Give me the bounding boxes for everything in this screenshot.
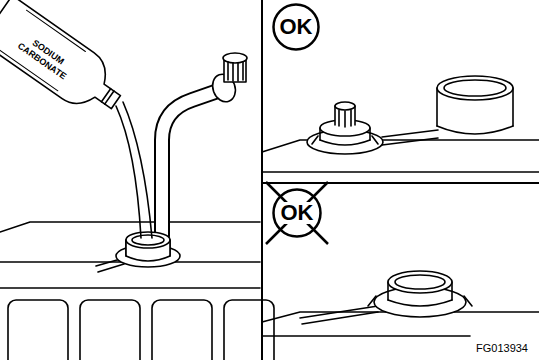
figure-number: FG013934 xyxy=(474,342,530,355)
radiator-cap xyxy=(307,102,383,154)
radiator-tank xyxy=(262,140,539,172)
sodium-carbonate-bottle xyxy=(0,0,132,125)
pouring-stream xyxy=(116,102,152,238)
ok-mark: OK xyxy=(280,202,315,224)
panel-divider xyxy=(262,182,539,184)
ok-circle: OK xyxy=(272,3,320,51)
radiator-tank xyxy=(0,222,274,360)
filler-neck xyxy=(116,232,180,267)
panel-divider xyxy=(261,0,263,360)
overflow-hose xyxy=(300,306,378,324)
cross-out xyxy=(266,182,328,244)
circle-ring xyxy=(274,5,319,50)
reservoir-tank xyxy=(437,76,513,134)
overflow-hose xyxy=(382,130,438,145)
not-ok-circle: OK xyxy=(272,188,322,238)
ok-mark: OK xyxy=(280,16,313,38)
open-filler-neck xyxy=(368,271,472,317)
overflow-pipe xyxy=(162,53,247,236)
